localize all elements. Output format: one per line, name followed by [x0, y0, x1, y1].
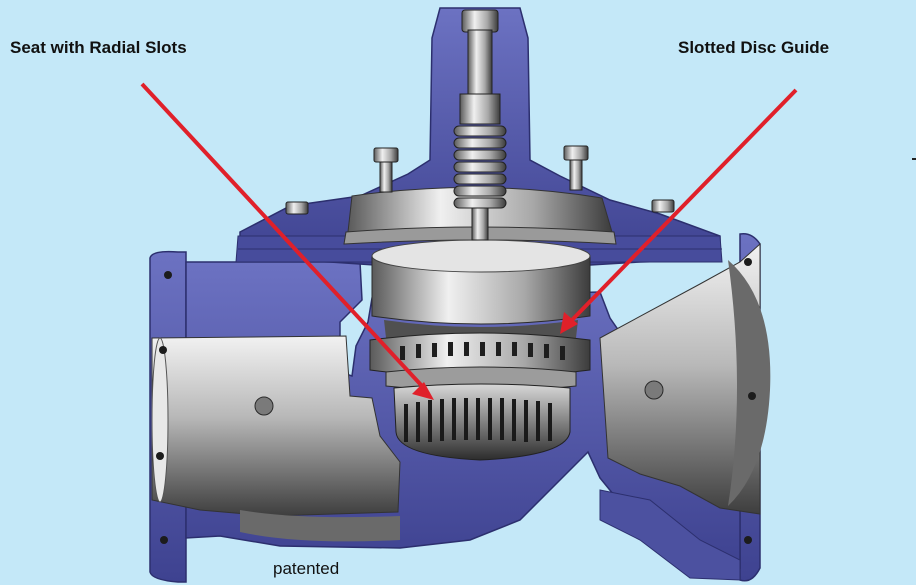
- seat-callout-label: Seat with Radial Slots: [10, 38, 187, 57]
- flow-passages: [151, 242, 771, 542]
- seat-pointer-arrowhead: [412, 382, 434, 400]
- callout-pointers: [140, 82, 798, 400]
- stem-spring-assembly: [453, 9, 507, 241]
- cover-bolts: [285, 145, 675, 215]
- outlet-plug: [644, 380, 664, 400]
- inlet-plug: [254, 396, 274, 416]
- patented-note: patented: [273, 559, 340, 578]
- edge-mark: [912, 158, 916, 160]
- flange-bolt-holes: [156, 258, 756, 544]
- seat-radial-slots: [385, 366, 577, 461]
- guide-pointer-line: [570, 88, 798, 322]
- guide-pointer-arrowhead: [560, 312, 578, 334]
- slotted-disc-guide: [369, 332, 591, 378]
- seat-pointer-line: [140, 82, 424, 388]
- disc-guide-callout-label: Slotted Disc Guide: [678, 38, 830, 57]
- valve-internals: [156, 9, 756, 544]
